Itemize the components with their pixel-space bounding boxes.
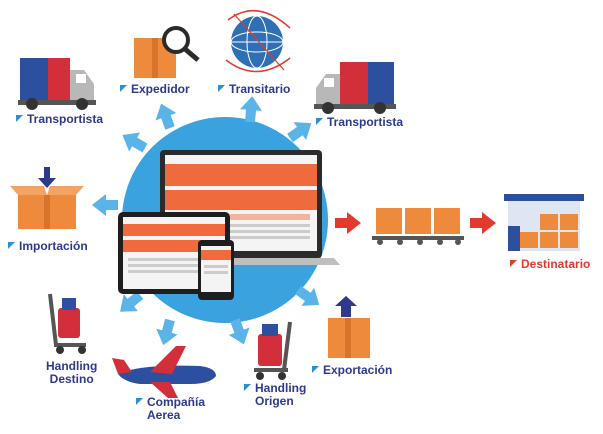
truck-icon-right bbox=[314, 62, 396, 114]
warehouse-icon bbox=[504, 194, 584, 251]
label-transportista-right: Transportista bbox=[316, 116, 403, 129]
package-magnifier-icon bbox=[134, 26, 200, 78]
label-transitario: Transitario bbox=[218, 83, 290, 96]
marker-triangle-icon bbox=[510, 260, 517, 267]
label-exportacion: Exportación bbox=[312, 364, 392, 377]
multi-device-screens-icon bbox=[118, 150, 340, 300]
box-inbound-icon bbox=[10, 167, 84, 229]
conveyor-boxes-icon bbox=[372, 208, 464, 245]
marker-triangle-icon bbox=[316, 118, 323, 125]
marker-triangle-icon bbox=[136, 398, 143, 405]
marker-triangle-icon bbox=[244, 384, 251, 391]
marker-triangle-icon bbox=[218, 85, 225, 92]
label-transportista-left: Transportista bbox=[16, 113, 103, 126]
label-importacion: Importación bbox=[8, 240, 88, 253]
airplane-icon bbox=[112, 346, 216, 398]
luggage-cart-icon-origen bbox=[254, 321, 292, 380]
marker-triangle-icon bbox=[120, 85, 127, 92]
label-expedidor: Expedidor bbox=[120, 83, 190, 96]
truck-icon bbox=[18, 58, 96, 110]
box-outbound-icon bbox=[328, 296, 370, 358]
label-destinatario: Destinatario bbox=[510, 258, 590, 271]
marker-triangle-icon bbox=[16, 115, 23, 122]
globe-network-icon bbox=[225, 9, 291, 73]
luggage-cart-icon bbox=[48, 293, 86, 354]
marker-triangle-icon bbox=[8, 242, 15, 249]
marker-triangle-icon bbox=[312, 366, 319, 373]
